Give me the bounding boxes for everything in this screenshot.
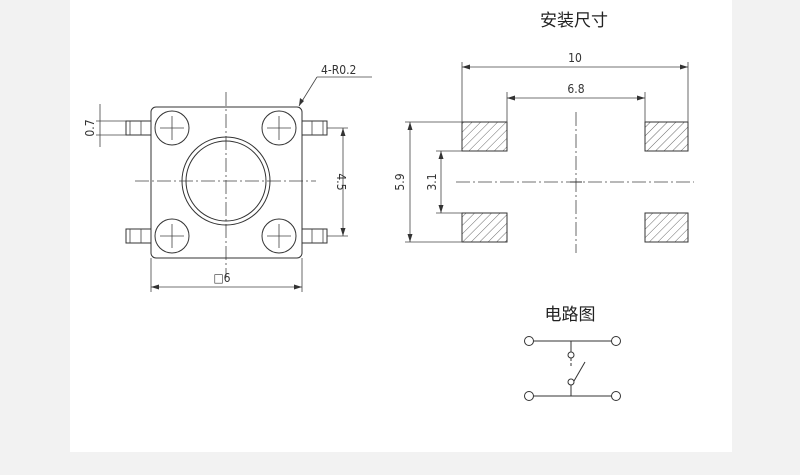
pad-bottom-right <box>644 212 689 243</box>
dimension-pad-outer-span: 10 <box>461 51 689 122</box>
circuit-diagram-title: 电路图 <box>545 305 596 325</box>
pad-vertical-outer-label: 5.9 <box>393 173 407 190</box>
corner-radius-leader: 4-R0.2 <box>298 63 372 107</box>
corner-radius-label: 4-R0.2 <box>321 63 356 77</box>
circuit-schematic <box>524 336 621 401</box>
lead-bottom-right <box>301 228 328 244</box>
contact-upper <box>567 351 575 359</box>
pad-vertical-inner-label: 3.1 <box>425 173 439 190</box>
dimension-lead-width: 0.7 <box>83 104 126 147</box>
pad-top-left <box>461 121 508 152</box>
body-size-label: □6 <box>213 271 230 285</box>
pad-layout: 10 6.8 5.9 3.1 <box>393 51 694 253</box>
actuator-outer <box>181 136 271 226</box>
dimension-pad-inner-span: 6.8 <box>506 82 646 122</box>
pad-top-right <box>644 121 689 152</box>
switch-body <box>150 106 303 259</box>
dimension-body-size: □6 <box>150 258 303 292</box>
corner-pin-bottom-right <box>261 218 297 254</box>
corner-pin-bottom-left <box>154 218 190 254</box>
lead-spacing-label: 4.5 <box>334 173 348 190</box>
terminal-top-left <box>524 336 534 346</box>
pad-bottom-left <box>461 212 508 243</box>
dimension-pad-vertical-outer: 5.9 <box>393 121 462 243</box>
lead-bottom-left <box>125 228 152 244</box>
corner-pin-top-left <box>154 110 190 146</box>
switch-top-view: 0.7 4.5 □6 4-R0.2 <box>83 63 372 292</box>
lead-top-left <box>125 120 152 136</box>
pad-outer-span-label: 10 <box>568 51 582 65</box>
lead-width-label: 0.7 <box>83 119 97 136</box>
drawing-sheet <box>70 0 732 452</box>
actuator-inner <box>185 140 267 222</box>
install-dimensions-title: 安装尺寸 <box>540 11 608 31</box>
terminal-top-right <box>611 336 621 346</box>
corner-pin-top-right <box>261 110 297 146</box>
dimension-pad-vertical-inner: 3.1 <box>425 150 462 214</box>
dimension-lead-spacing: 4.5 <box>327 127 348 237</box>
terminal-bottom-right <box>611 391 621 401</box>
terminal-bottom-left <box>524 391 534 401</box>
switch-lever <box>573 361 586 382</box>
lead-top-right <box>301 120 328 136</box>
contact-lower <box>567 378 575 386</box>
pad-inner-span-label: 6.8 <box>567 82 584 96</box>
